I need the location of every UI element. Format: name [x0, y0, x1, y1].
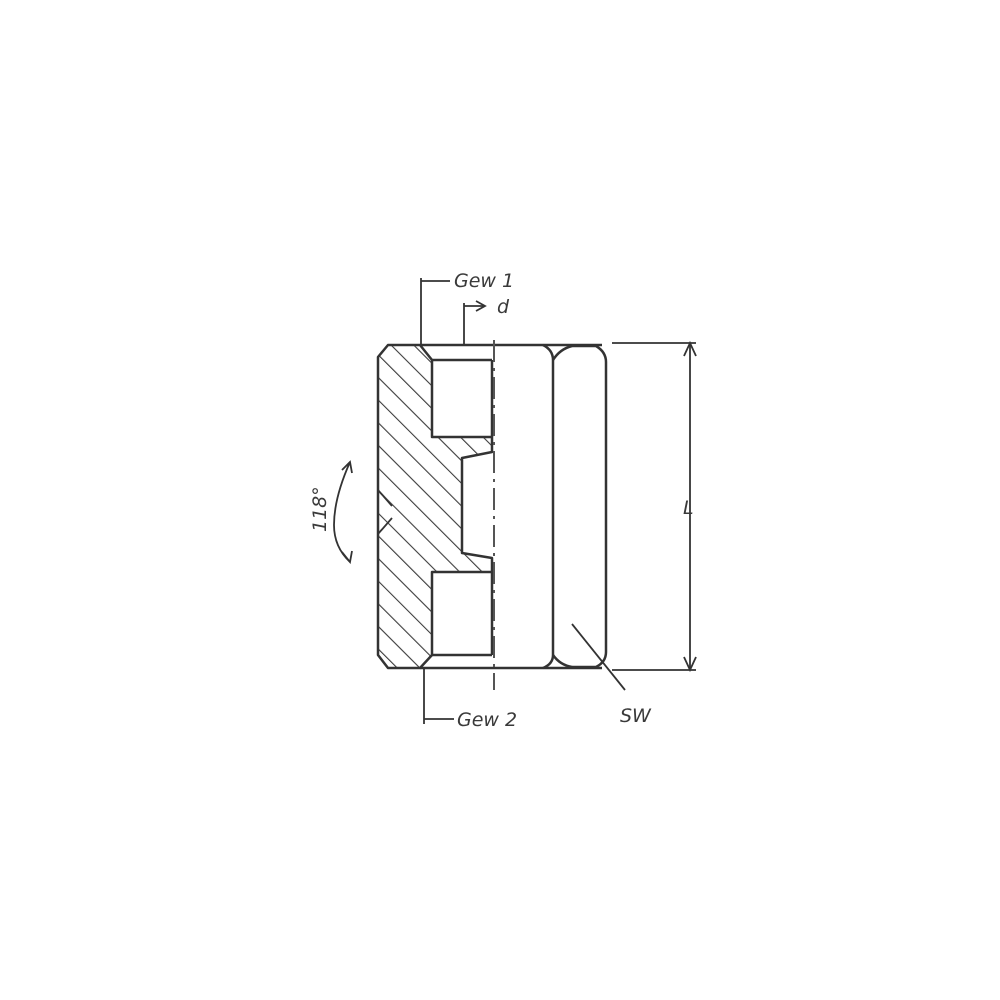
gew1-label: Gew 1	[454, 270, 514, 292]
sw-label: SW	[620, 705, 652, 727]
d-dimension	[463, 300, 487, 345]
d-label: d	[497, 296, 510, 318]
angle-label: 118°	[309, 486, 331, 532]
gew2-label: Gew 2	[457, 709, 517, 731]
l-label: L	[683, 497, 694, 519]
gew1-dimension	[420, 278, 450, 345]
sw-leader	[571, 623, 626, 691]
angle-dimension	[333, 460, 393, 565]
hex-flats	[542, 343, 608, 670]
l-dimension	[612, 340, 697, 673]
gew2-dimension	[423, 668, 454, 724]
hatched-section	[376, 343, 494, 670]
